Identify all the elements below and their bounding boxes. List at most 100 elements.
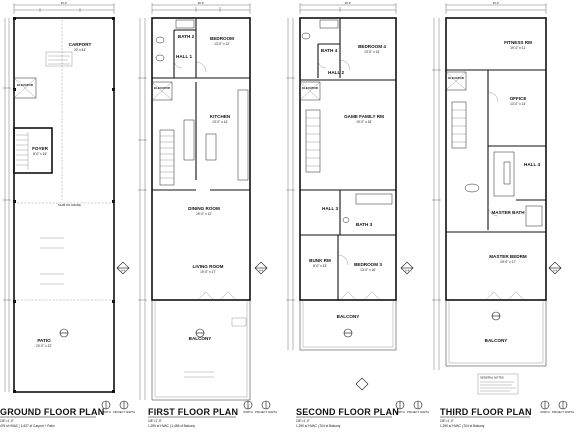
first-door-swings bbox=[173, 59, 237, 301]
plan-titles: GROUND FLOOR PLAN 1/8"=1'-0" 476 sf HVAC… bbox=[0, 407, 532, 428]
third-general-notes-box bbox=[477, 373, 519, 395]
first-room-dining-size: 19'-0" x 12' bbox=[196, 212, 212, 216]
north-arrow-second: NORTH PROJECT NORTH bbox=[395, 400, 429, 414]
first-room-dining: DINING ROOM bbox=[188, 206, 220, 211]
third-general-notes-lines bbox=[480, 381, 516, 392]
third-room-office-size: 13'-0" x 14' bbox=[510, 102, 526, 106]
ground-room-elevator: ELEVATOR bbox=[17, 83, 34, 87]
second-top-dimensions bbox=[299, 3, 397, 14]
first-scale: 1/8"=1'-0" bbox=[148, 419, 162, 423]
third-dim-top-label: 20'-0" bbox=[493, 1, 500, 5]
third-top-dimensions bbox=[445, 3, 547, 14]
ground-carport-dashes bbox=[14, 20, 114, 301]
third-room-fitness-size: 19'-0" x 11' bbox=[510, 46, 526, 50]
north-arrow-first: NORTH PROJECT NORTH bbox=[243, 400, 277, 414]
third-room-hall4: HALL 4 bbox=[524, 162, 540, 167]
second-elevation-label: A-4 bbox=[405, 269, 410, 273]
ground-room-patio-size: 20'-0" x 22' bbox=[36, 344, 52, 348]
second-room-hall2: HALL 2 bbox=[328, 70, 344, 75]
first-outline bbox=[151, 17, 251, 301]
ground-room-carport: CARPORT bbox=[69, 42, 92, 47]
first-top-dimensions bbox=[151, 3, 251, 14]
second-room-bedroom4: BEDROOM 4 bbox=[358, 44, 386, 49]
first-room-elevator: ELEVATOR bbox=[154, 86, 171, 90]
ground-title: GROUND FLOOR PLAN bbox=[0, 407, 104, 417]
third-elevator-box bbox=[445, 71, 467, 91]
third-general-notes-title: GENERAL NOTES bbox=[480, 376, 504, 380]
first-room-kitchen-size: 13'-0" x 14' bbox=[212, 120, 228, 124]
third-door-swings bbox=[485, 91, 525, 301]
first-interior-walls bbox=[152, 18, 250, 191]
third-elevation-label: A-4 bbox=[553, 269, 558, 273]
first-stair bbox=[159, 129, 175, 186]
north-arrow-ground: NORTH PROJECT NORTH bbox=[101, 400, 135, 414]
ground-room-foyer-size: 8'-0" x 16' bbox=[33, 152, 47, 156]
north-label-ground: NORTH bbox=[101, 410, 110, 414]
second-room-bath3: BATH 3 bbox=[356, 222, 373, 227]
third-stair bbox=[451, 101, 467, 149]
third-area: 1,290 sf HVAC | 204 sf Balcony bbox=[440, 424, 485, 428]
first-kitchen-counters bbox=[183, 89, 249, 181]
third-left-dimensions bbox=[432, 18, 441, 370]
second-left-dimensions bbox=[286, 18, 295, 350]
ground-floor-plan: 20'-0" bbox=[3, 1, 130, 393]
ground-elevation-label: A-4 bbox=[121, 269, 126, 273]
ground-room-patio: PATIO bbox=[37, 338, 51, 343]
third-room-elevator: ELEVATOR bbox=[448, 76, 465, 80]
ground-outline bbox=[13, 17, 115, 393]
third-scale: 1/8"=1'-0" bbox=[440, 419, 454, 423]
second-elevator-box bbox=[299, 81, 321, 101]
north-label-third: NORTH bbox=[540, 410, 549, 414]
ground-note-slab: SLAB ON GRADE bbox=[58, 203, 81, 207]
second-room-game-size: 19'-0" x 18' bbox=[356, 120, 372, 124]
first-title: FIRST FLOOR PLAN bbox=[148, 407, 238, 417]
first-room-hall1: HALL 1 bbox=[176, 54, 192, 59]
third-room-master-bedroom: MASTER BEDRM bbox=[489, 254, 527, 259]
ground-foyer-walls bbox=[13, 127, 53, 174]
second-interior-walls bbox=[300, 18, 396, 300]
third-room-fitness: FITNESS RM bbox=[504, 40, 532, 45]
third-balcony-outline bbox=[445, 300, 547, 367]
first-elevator-box bbox=[151, 81, 173, 101]
project-north-label-ground: PROJECT NORTH bbox=[113, 410, 135, 414]
third-interior-walls bbox=[446, 69, 546, 233]
third-room-master-bath: MASTER BATH bbox=[491, 210, 525, 215]
project-north-label-first: PROJECT NORTH bbox=[255, 410, 277, 414]
ground-room-carport-size: 20' x 41' bbox=[74, 48, 86, 52]
second-door-swings bbox=[317, 59, 381, 301]
ground-dim-top-label: 20'-0" bbox=[61, 1, 68, 5]
first-room-balcony: BALCONY bbox=[189, 336, 212, 341]
second-area: 1,290 sf HVAC | 204 sf Balcony bbox=[296, 424, 341, 428]
first-left-dimensions bbox=[138, 18, 147, 400]
ground-room-foyer: FOYER bbox=[32, 146, 49, 151]
first-elevation-label: A-4 bbox=[259, 269, 264, 273]
first-room-kitchen: KITCHEN bbox=[210, 114, 231, 119]
first-room-living: LIVING ROOM bbox=[193, 264, 224, 269]
first-floor-plan: 20'-0" bbox=[138, 1, 268, 401]
second-room-bedroom4-size: 13'-0" x 14' bbox=[364, 50, 380, 54]
second-room-game: GAME FAMILY RM bbox=[344, 114, 384, 119]
third-room-master-bedroom-size: 19'-0" x 17' bbox=[500, 260, 516, 264]
ground-scale: 1/8"=1'-0" bbox=[0, 419, 14, 423]
north-arrow-third: NORTH PROJECT NORTH bbox=[540, 400, 574, 414]
first-bath-fixtures bbox=[155, 19, 195, 62]
ground-note-lines bbox=[40, 55, 70, 285]
first-room-living-size: 19'-0" x 17' bbox=[200, 270, 216, 274]
ground-top-dimensions bbox=[13, 3, 115, 14]
first-room-bedroom-size: 13'-0" x 12' bbox=[214, 42, 230, 46]
first-room-bath2: BATH 2 bbox=[178, 34, 195, 39]
ground-stair bbox=[16, 132, 29, 170]
second-dim-top-label: 20'-0" bbox=[345, 1, 352, 5]
second-balcony-outline bbox=[299, 300, 397, 351]
third-title: THIRD FLOOR PLAN bbox=[440, 407, 532, 417]
north-label-first: NORTH bbox=[243, 410, 252, 414]
second-stair bbox=[305, 109, 321, 173]
first-room-bedroom: BEDROOM bbox=[210, 36, 234, 41]
third-outline bbox=[445, 17, 547, 301]
third-room-balcony: BALCONY bbox=[485, 338, 508, 343]
ground-elevator-box bbox=[13, 77, 37, 99]
north-label-second: NORTH bbox=[395, 410, 404, 414]
second-room-bath4: BATH 4 bbox=[321, 48, 338, 53]
third-floor-plan: 20'-0" bbox=[432, 1, 562, 395]
second-room-bedroom3: BEDROOM 3 bbox=[354, 262, 382, 267]
